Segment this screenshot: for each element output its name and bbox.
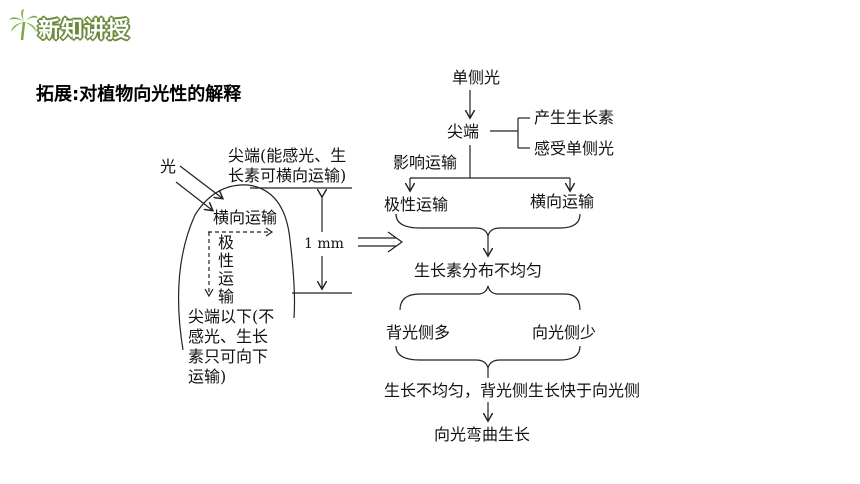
below-note-line-4: 运输) xyxy=(188,367,226,386)
flow-phototropism: 向光弯曲生长 xyxy=(434,425,530,444)
below-note-line-2: 感光、生长 xyxy=(188,327,268,346)
flow-uneven-growth: 生长不均匀，背光侧生长快于向光侧 xyxy=(384,381,640,400)
flow-lateral-transport: 横向运输 xyxy=(530,192,594,211)
flow-light-side-less: 向光侧少 xyxy=(532,323,596,342)
flow-merge-brace-2 xyxy=(395,345,581,369)
palm-tree-icon xyxy=(9,9,38,41)
polar-char-3: 运 xyxy=(218,269,234,288)
flow-affect-transport: 影响运输 xyxy=(393,153,457,172)
coleoptile-figure: 光 尖端(能感光、生 长素可横向运输) 1 mm 横向运输 极 性 运 输 尖端… xyxy=(160,146,352,386)
flowchart: 单侧光 尖端 产生生长素 感受单侧光 影响运输 极性运输 横向运输 生长素分布不… xyxy=(384,68,640,444)
flow-split-brace xyxy=(399,285,581,311)
polar-char-1: 极 xyxy=(218,233,234,252)
section-badge: 新知讲授 xyxy=(8,8,168,43)
polar-char-2: 性 xyxy=(218,251,234,270)
below-note-line-1: 尖端以下(不 xyxy=(188,307,274,326)
section-badge-title: 新知讲授 xyxy=(38,18,131,43)
below-note-line-3: 素只可向下 xyxy=(188,347,268,366)
tip-note-line-1: 尖端(能感光、生 xyxy=(228,146,346,165)
light-label: 光 xyxy=(160,157,176,176)
polar-char-4: 输 xyxy=(218,287,234,306)
tip-note-line-2: 长素可横向运输) xyxy=(228,166,346,185)
light-arrow-1 xyxy=(179,165,222,198)
lateral-transport-label: 横向运输 xyxy=(213,208,277,227)
lateral-transport-head xyxy=(265,227,274,237)
flow-merge-brace-1 xyxy=(395,213,581,237)
scale-label: 1 mm xyxy=(304,236,344,252)
implies-arrow xyxy=(358,231,404,253)
flow-unilateral-light: 单侧光 xyxy=(452,68,500,87)
flow-shade-side-more: 背光侧多 xyxy=(386,323,450,342)
flow-uneven-distribution: 生长素分布不均匀 xyxy=(414,261,542,280)
flow-auxin-production: 产生生长素 xyxy=(534,108,614,127)
flow-polar-transport: 极性运输 xyxy=(384,195,448,214)
flow-tip: 尖端 xyxy=(447,122,479,141)
coleoptile-outline xyxy=(177,184,296,351)
polar-transport-head xyxy=(204,288,214,298)
flow-perceive-light: 感受单侧光 xyxy=(534,139,614,158)
light-arrow-2 xyxy=(175,181,212,210)
page-title: 拓展:对植物向光性的解释 xyxy=(36,84,242,105)
